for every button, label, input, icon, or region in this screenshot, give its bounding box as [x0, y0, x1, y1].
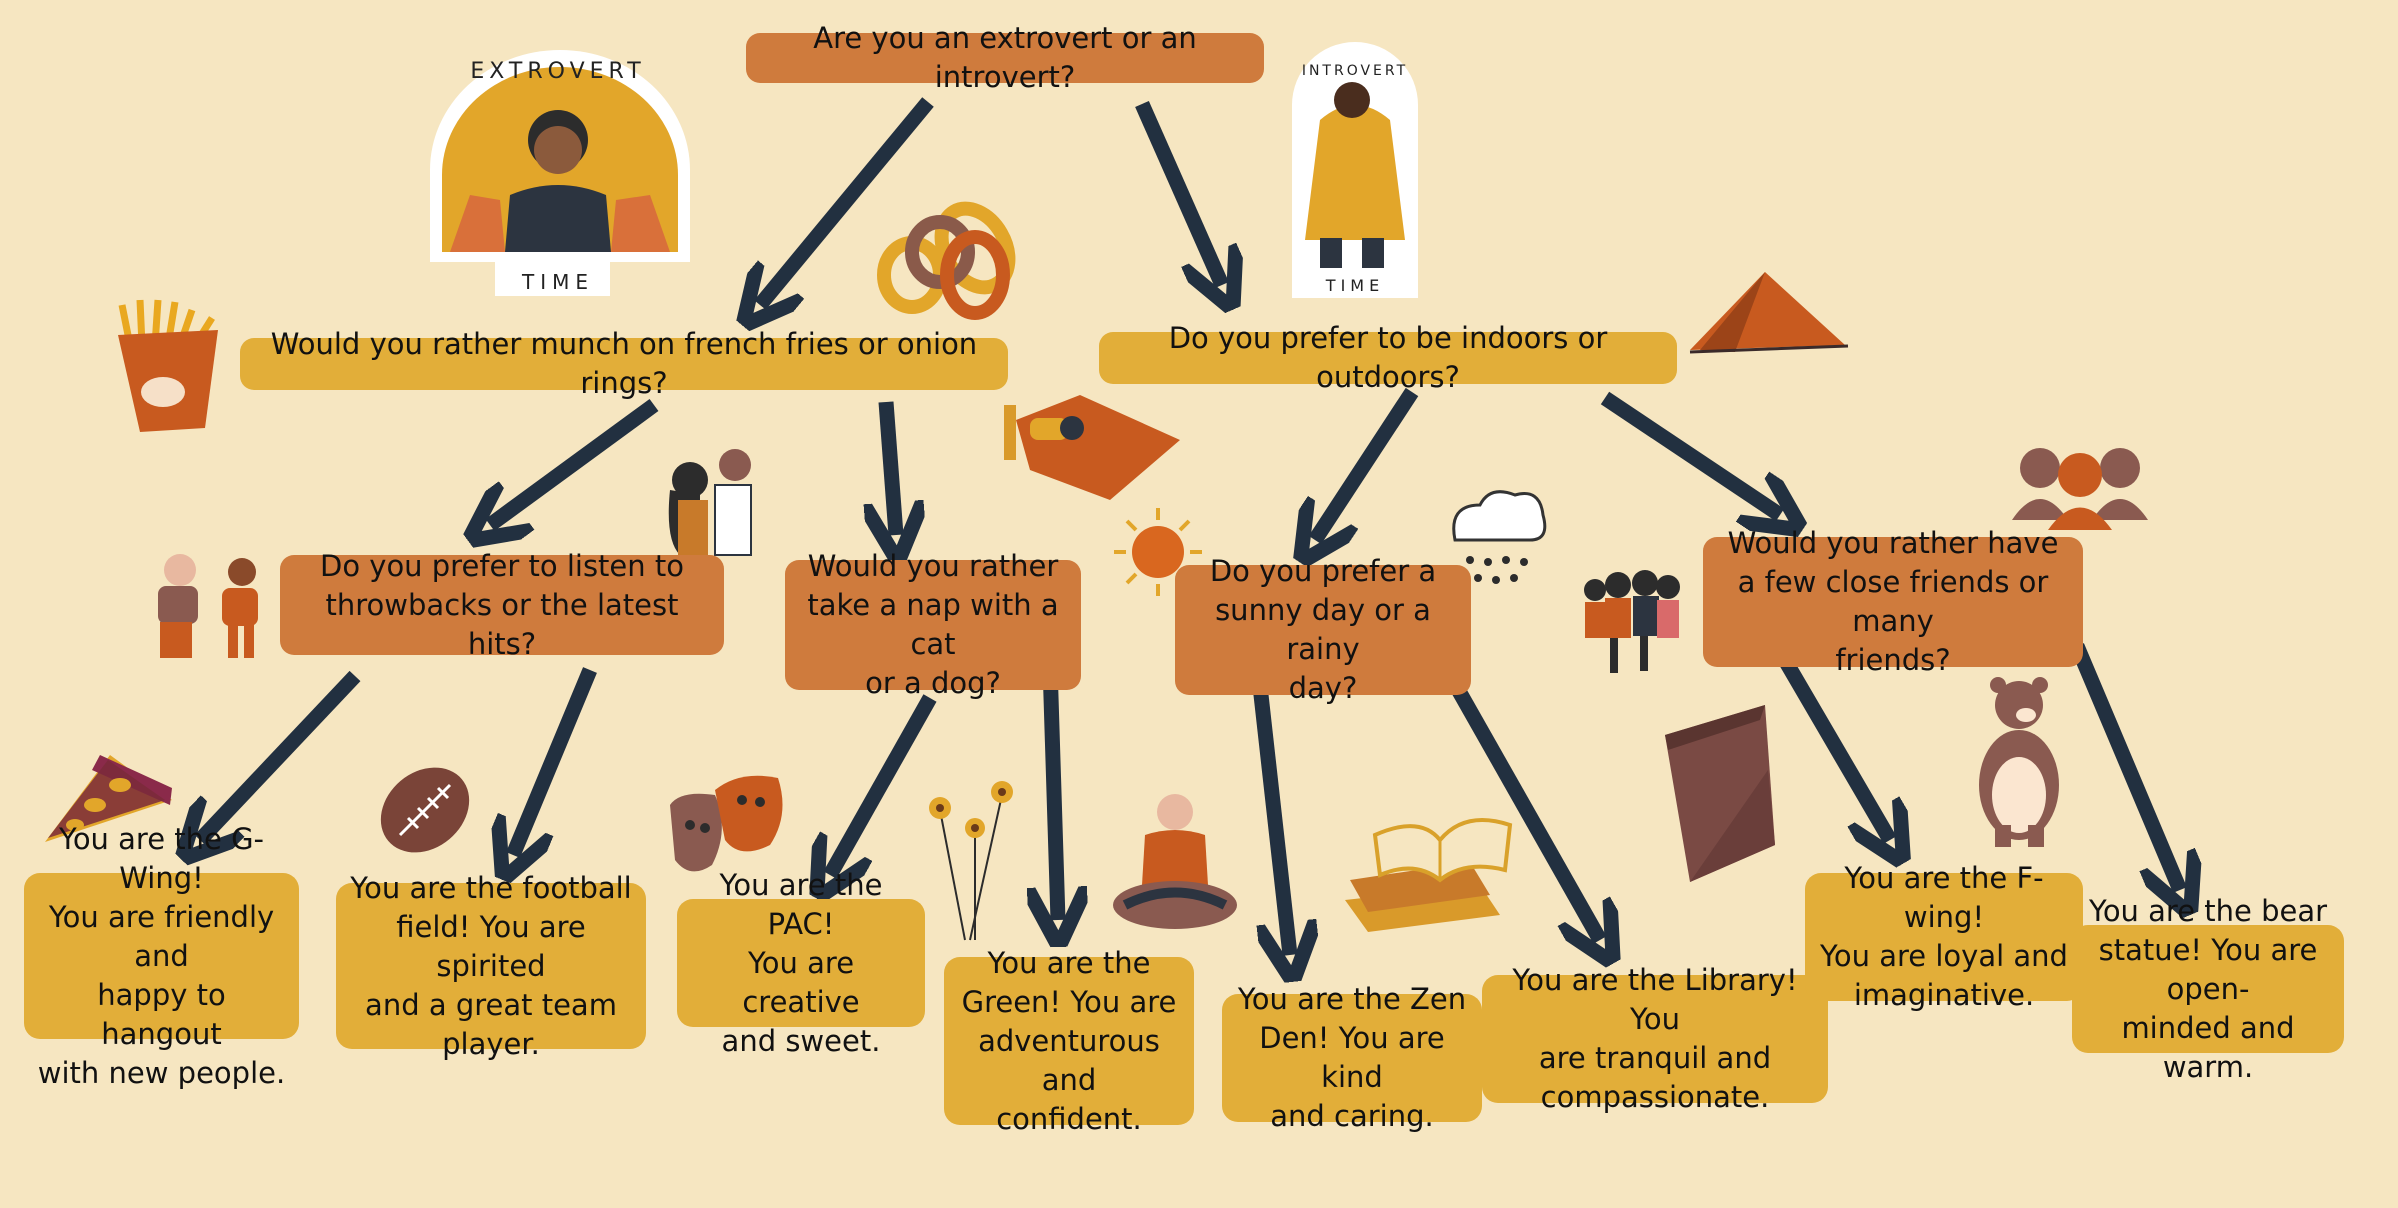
extrovert-sticker-top-text: EXTROVERT: [470, 59, 645, 84]
question-friends: Would you rather have a few close friend…: [1703, 526, 2083, 677]
question-weather: Do you prefer a sunny day or a rainy day…: [1175, 554, 1471, 705]
friends-silhouette-icon: [2012, 448, 2148, 530]
arrow-pet-to-pac: [830, 694, 937, 875]
introvert-sticker-bottom-text: TIME: [1325, 276, 1384, 295]
arrow-music-to-gwing: [200, 670, 361, 840]
pizza-icon: [45, 755, 172, 842]
result-f-wing: You are the F-wing! You are loyal and im…: [1805, 861, 2083, 1012]
rain-cloud-icon: [1452, 490, 1547, 586]
question-place: Do you prefer to be indoors or outdoors?: [1099, 321, 1677, 394]
arrow-friends-to-bear: [2070, 643, 2180, 890]
bear-icon: [1979, 677, 2059, 847]
tent-icon: [1689, 272, 1849, 354]
arrow-pet-to-green: [1050, 664, 1058, 920]
people-group-icon: [1584, 570, 1680, 673]
football-icon: [380, 767, 470, 853]
result-pac: You are the PAC! You are creative and sw…: [677, 868, 925, 1058]
arrow-weather-to-zen: [1250, 667, 1290, 955]
question-music: Do you prefer to listen to throwbacks or…: [280, 549, 724, 661]
arrow-root-to-place: [1135, 100, 1222, 285]
result-green: You are the Green! You are adventurous a…: [944, 946, 1194, 1136]
extrovert-sticker-icon: EXTROVERT TIME: [430, 50, 690, 296]
french-fries-icon: [118, 299, 218, 432]
meditation-icon: [1113, 794, 1237, 929]
introvert-sticker-icon: INTROVERT TIME: [1292, 42, 1418, 298]
arrow-friends-to-fwing: [1768, 639, 1890, 840]
arrow-music-to-football: [513, 667, 597, 855]
old-man-and-kid-icon: [158, 554, 258, 658]
flowers-icon: [929, 781, 1013, 941]
arrow-place-to-friends: [1600, 391, 1780, 515]
arrow-food-to-pet: [886, 401, 896, 535]
question-food: Would you rather munch on french fries o…: [240, 327, 1008, 400]
result-library: You are the Library! You are tranquil an…: [1482, 963, 1828, 1114]
music-listeners-icon: [668, 449, 752, 556]
result-g-wing: You are the G-Wing! You are friendly and…: [24, 822, 299, 1090]
introvert-sticker-top-text: INTROVERT: [1302, 63, 1408, 79]
bed-icon: [1004, 395, 1180, 500]
question-pet: Would you rather take a nap with a cat o…: [785, 549, 1081, 700]
arrow-place-to-weather: [1315, 387, 1419, 540]
theater-masks-icon: [670, 775, 783, 872]
arrow-food-to-music: [490, 398, 659, 525]
result-zen-den: You are the Zen Den! You are kind and ca…: [1222, 982, 1482, 1133]
extrovert-sticker-bottom-text: TIME: [521, 270, 594, 294]
result-bear-statue: You are the bear statue! You are open- m…: [2072, 894, 2344, 1084]
sun-icon: [1114, 508, 1202, 596]
books-icon: [1345, 818, 1513, 932]
arrow-root-to-food: [760, 97, 934, 305]
onion-rings-icon: [877, 201, 1016, 320]
arrow-weather-to-library: [1440, 666, 1600, 940]
paper-bag-icon: [1665, 705, 1775, 882]
question-root: Are you an extrovert or an introvert?: [746, 21, 1264, 94]
result-football-field: You are the football field! You are spir…: [336, 871, 646, 1061]
